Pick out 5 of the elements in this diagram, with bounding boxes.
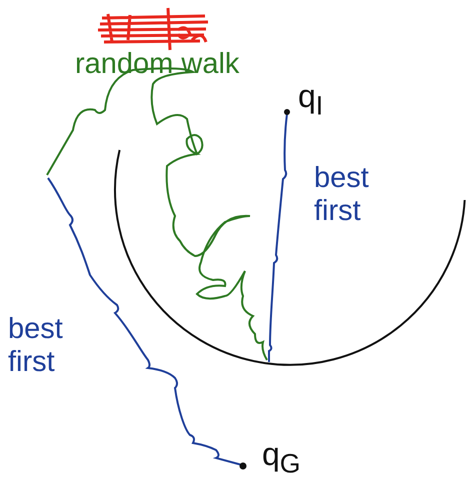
point-label: q$_{G}$ [262,436,301,480]
curve-label: best first [314,162,370,229]
curve-label: best first [8,313,64,380]
point-label: q$_{I}$ [298,78,324,122]
curve-label: random walk [75,48,240,82]
